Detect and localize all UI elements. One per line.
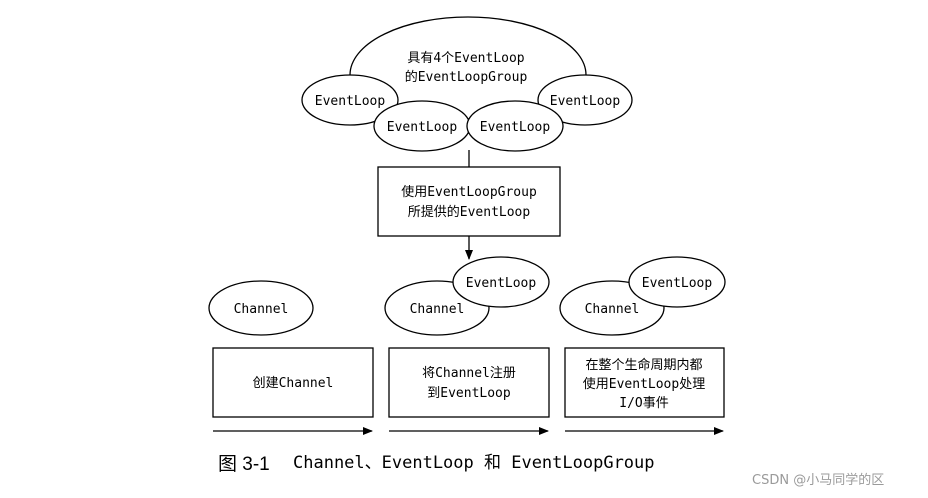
stage-box (212, 347, 374, 418)
channel-ellipse (208, 280, 314, 336)
stage-box-line2: 到EventLoop (427, 386, 511, 401)
eventloop-label: EventLoop (466, 276, 537, 291)
stage-box (564, 347, 725, 418)
caption-figure-number: 图 3-1 (218, 454, 270, 475)
eventloop-ellipse (452, 256, 550, 308)
stage-box-line1: 在整个生命周期内都 (585, 357, 702, 373)
eventloop-label: EventLoop (480, 120, 551, 135)
channel-label: Channel (410, 302, 465, 317)
eventloop-label: EventLoop (550, 94, 621, 109)
eventloop-ellipse (301, 74, 399, 126)
eventloop-ellipse (466, 100, 564, 152)
caption-text: Channel、EventLoop 和 EventLoopGroup (293, 453, 655, 473)
group-eventloop-1: EventLoop (301, 74, 399, 126)
group-title-line2: 的EventLoopGroup (405, 69, 528, 85)
stage-box (388, 347, 550, 418)
eventloop-label: EventLoop (315, 94, 386, 109)
channel-label: Channel (234, 302, 289, 317)
stage-box-line1: 创建Channel (253, 376, 334, 391)
group-title-line1: 具有4个EventLoop (407, 51, 524, 66)
stage-1: Channel 创建Channel (208, 280, 374, 435)
provider-box-line1: 使用EventLoopGroup (401, 184, 537, 200)
channel-label: Channel (585, 302, 640, 317)
eventloop-ellipse (537, 74, 633, 126)
group-eventloop-4: EventLoop (537, 74, 633, 126)
stage-box-line1: 将Channel注册 (422, 366, 516, 381)
eventloop-ellipse (628, 256, 726, 308)
eventloop-label: EventLoop (642, 276, 713, 291)
group-eventloop-2: EventLoop (373, 100, 471, 152)
provider-box (377, 166, 561, 237)
csdn-watermark: CSDN @小马同学的区 (752, 472, 884, 488)
stage-box-line2: 使用EventLoop处理 (583, 376, 705, 392)
group-eventloop-3: EventLoop (466, 100, 564, 152)
provider-box-line2: 所提供的EventLoop (408, 204, 531, 220)
stage-3: Channel EventLoop 在整个生命周期内都 使用EventLoop处… (559, 256, 726, 435)
stage-2: Channel EventLoop 将Channel注册 到EventLoop (384, 256, 550, 435)
eventloop-label: EventLoop (387, 120, 458, 135)
stage-box-line3: I/O事件 (619, 396, 668, 411)
